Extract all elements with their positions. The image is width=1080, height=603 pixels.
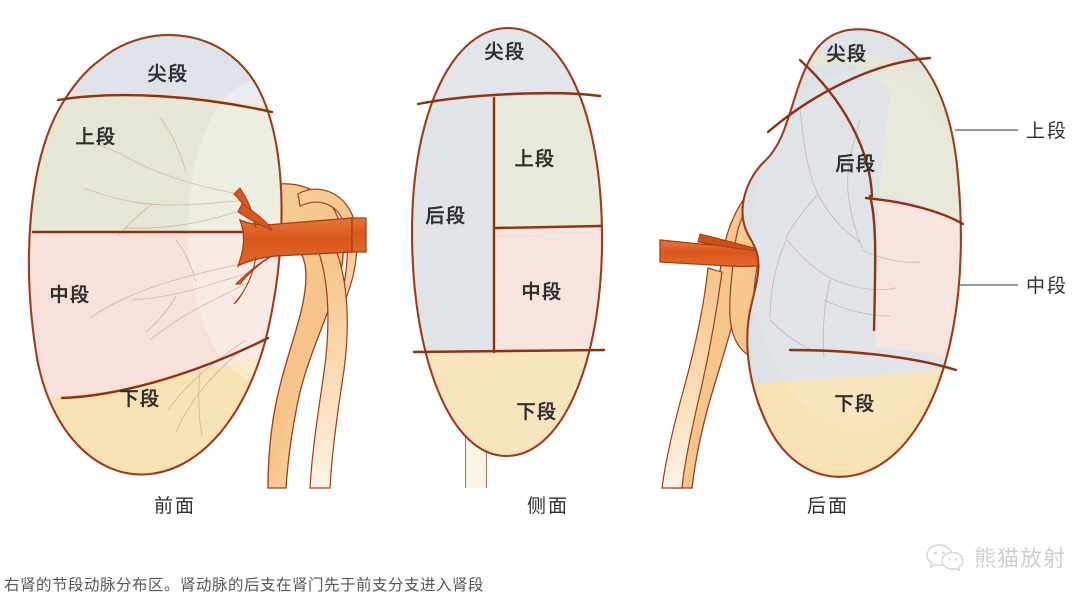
callout-middle-label: 中段 [1026, 275, 1068, 297]
anterior-kidney-outline [27, 33, 283, 476]
figure-caption: 右肾的节段动脉分布区。肾动脉的后支在肾门先于前支分支进入肾段 [4, 576, 485, 594]
lateral-kidney-outline [410, 26, 604, 458]
wechat-icon [926, 544, 964, 572]
renal-artery-anterior [233, 187, 367, 305]
callout-superior-label: 上段 [1026, 120, 1068, 142]
lateral-label-inferior: 下段 [516, 400, 557, 423]
anterior-label-middle: 中段 [49, 283, 90, 306]
lateral-label-middle: 中段 [521, 280, 562, 303]
callout-superior: 上段 [955, 120, 1068, 142]
anterior-label-superior: 上段 [75, 125, 116, 148]
view-label-posterior: 后面 [807, 495, 849, 517]
anterior-label-inferior: 下段 [119, 387, 160, 410]
posterior-label-posterior: 后段 [835, 152, 876, 175]
view-lateral: 尖段 上段 后段 中段 下段 [410, 26, 606, 488]
watermark-label: 熊猫放射 [973, 547, 1066, 572]
anterior-segment-dividers [31, 93, 274, 400]
lateral-label-posterior: 后段 [425, 204, 466, 227]
posterior-segment-dividers [766, 56, 965, 372]
watermark: 熊猫放射 [925, 541, 1066, 573]
lateral-label-apical: 尖段 [484, 40, 525, 63]
lateral-label-superior: 上段 [514, 147, 555, 170]
view-anterior: 尖段 上段 中段 下段 [27, 33, 367, 489]
posterior-label-inferior: 下段 [834, 392, 875, 415]
posterior-kidney-outline [741, 28, 962, 478]
lateral-segment-dividers [412, 92, 606, 354]
callout-middle: 中段 [958, 275, 1068, 297]
view-label-lateral: 侧面 [527, 495, 569, 517]
intrarenal-vessels-anterior [83, 117, 251, 437]
posterior-label-apical: 尖段 [826, 42, 867, 65]
anterior-label-apical: 尖段 [147, 62, 188, 85]
posterior-segments [742, 29, 961, 477]
lateral-segments [412, 28, 603, 457]
view-posterior: 尖段 后段 下段 上段 中段 [659, 28, 1068, 489]
view-label-anterior: 前面 [154, 495, 196, 517]
